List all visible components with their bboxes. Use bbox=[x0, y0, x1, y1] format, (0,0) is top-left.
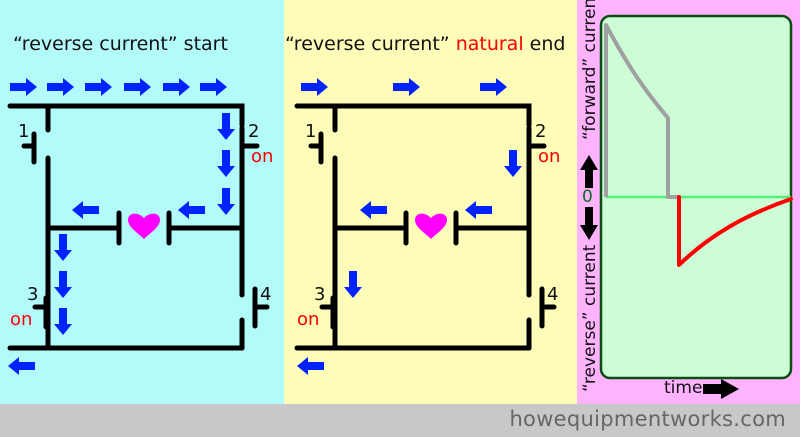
switch-4 bbox=[252, 286, 270, 329]
switch-2-state: on bbox=[538, 146, 560, 167]
current-graph: “forward” current 0 “reverse” current ti… bbox=[580, 0, 793, 399]
switch-1-label: 1 bbox=[18, 121, 29, 142]
forward-current-curve bbox=[604, 23, 679, 199]
switch-4-label: 4 bbox=[547, 284, 558, 305]
switch-3-label: 3 bbox=[314, 284, 325, 305]
site-credit: howequipmentworks.com bbox=[509, 407, 786, 431]
switch-2 bbox=[239, 125, 260, 167]
wire-middle-right bbox=[166, 210, 245, 246]
heart-icon bbox=[128, 213, 160, 239]
switch-1-label: 1 bbox=[305, 121, 316, 142]
diagram-canvas: 1 2 on 3 on 4 1 2 on 3 bbox=[7, 0, 793, 399]
panel-title: “reverse current” start bbox=[13, 33, 228, 55]
reverse-current-curve bbox=[677, 195, 793, 267]
switch-3 bbox=[32, 295, 49, 330]
heart-icon bbox=[415, 213, 447, 239]
switch-2-state: on bbox=[251, 146, 273, 167]
zero-label: 0 bbox=[582, 187, 593, 207]
right-arrow-icon bbox=[703, 379, 739, 399]
title-highlight: natural bbox=[455, 33, 524, 55]
circuit-b bbox=[294, 103, 557, 351]
footer: howequipmentworks.com bbox=[0, 404, 800, 437]
up-arrow-icon bbox=[580, 155, 598, 188]
down-arrow-icon bbox=[580, 207, 598, 240]
switch-3-state: on bbox=[297, 309, 319, 330]
panel-title: “reverse current” natural end bbox=[285, 33, 566, 55]
switch-2-label: 2 bbox=[248, 121, 259, 142]
y-label-reverse: “reverse” current bbox=[580, 244, 600, 392]
switch-3-state: on bbox=[10, 309, 32, 330]
wire-top bbox=[7, 103, 245, 128]
switch-4-label: 4 bbox=[260, 284, 271, 305]
x-label-time: time bbox=[664, 378, 702, 398]
circuit-a bbox=[7, 103, 270, 351]
switch-3-label: 3 bbox=[27, 284, 38, 305]
y-label-forward: “forward” current bbox=[580, 0, 600, 140]
switch-2-label: 2 bbox=[535, 121, 546, 142]
switch-1 bbox=[21, 131, 37, 165]
wire-middle-left bbox=[45, 210, 122, 246]
